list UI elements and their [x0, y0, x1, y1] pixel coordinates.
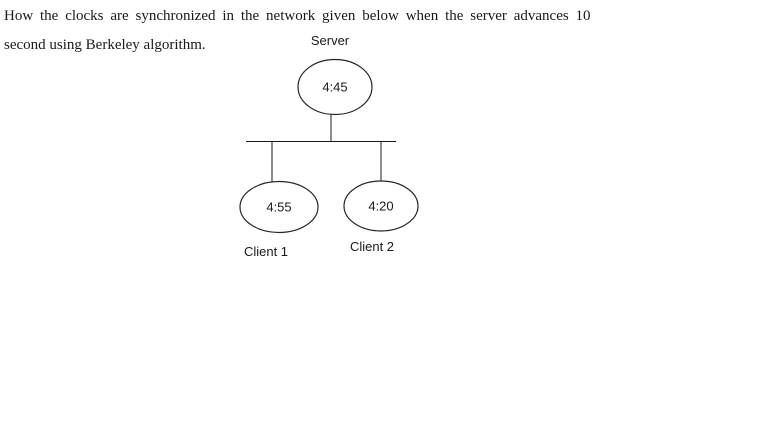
client-2-node-ellipse — [343, 180, 419, 232]
server-node-time: 4:45 — [322, 80, 347, 95]
client-1-node-time: 4:55 — [266, 200, 291, 215]
client-2-node-label: Client 2 — [350, 239, 394, 254]
question-text: How the clocks are synchronized in the n… — [4, 2, 628, 60]
server-node-ellipse — [297, 58, 373, 116]
question-line-2: second using Berkeley algorithm. — [4, 37, 206, 53]
question-line-1: How the clocks are synchronized in the n… — [4, 8, 591, 24]
client-1-node-ellipse — [239, 180, 319, 234]
client-1-node-label: Client 1 — [244, 244, 288, 259]
server-node-label: Server — [311, 33, 350, 48]
client-2-node-time: 4:20 — [368, 199, 393, 214]
